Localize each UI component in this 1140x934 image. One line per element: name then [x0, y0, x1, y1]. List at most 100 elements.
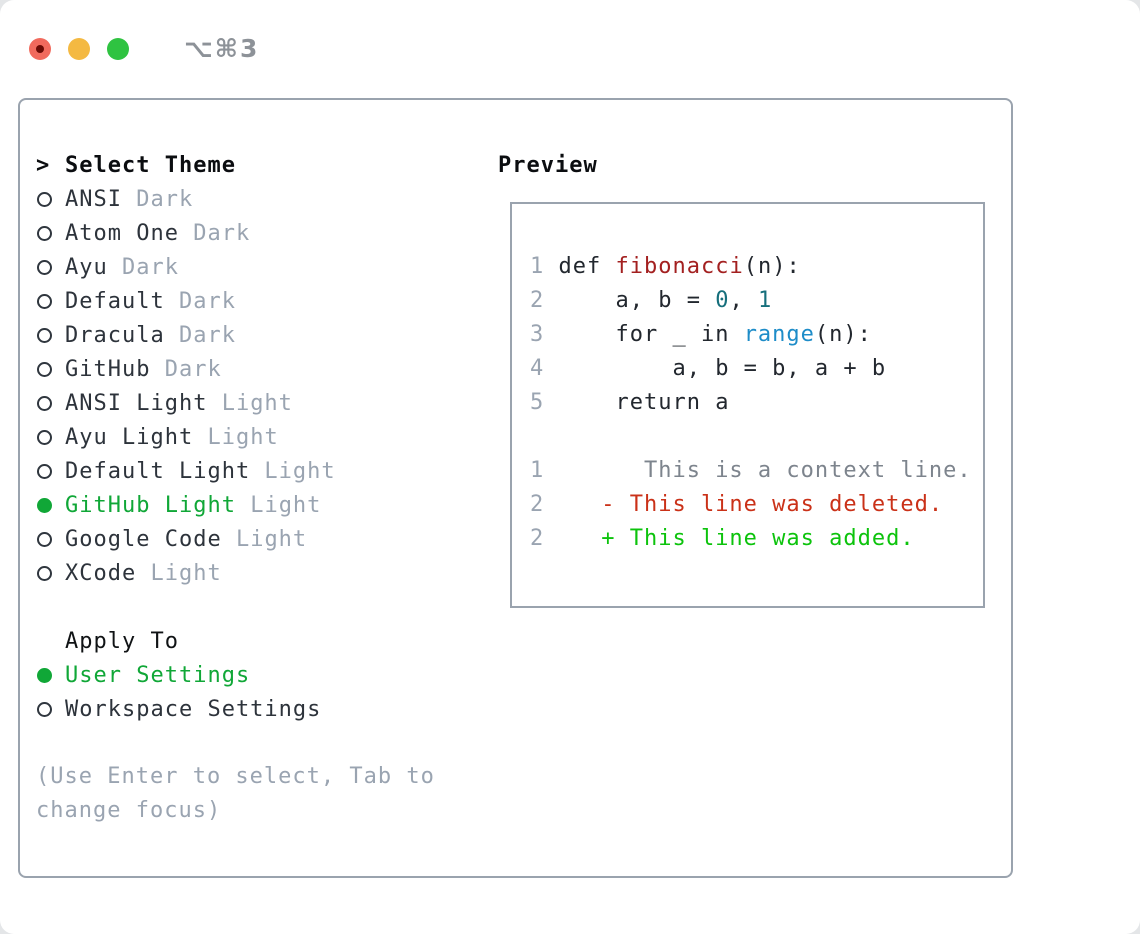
preview-column: Preview 1 def fibonacci(n):2 a, b = 0, 1…	[498, 148, 1011, 608]
preview-line: 2 a, b = 0, 1	[530, 284, 983, 318]
line-number: 1	[530, 254, 545, 279]
select-theme-title: Select Theme	[65, 152, 236, 178]
radio-icon	[36, 531, 65, 547]
radio-icon	[36, 225, 65, 241]
theme-option-ayu[interactable]: Ayu Dark	[36, 250, 498, 284]
radio-circle	[37, 701, 52, 717]
builtin-call: range	[743, 322, 815, 347]
theme-variant: Light	[250, 458, 336, 484]
number-literal: 0	[715, 288, 730, 313]
radio-circle	[37, 429, 52, 445]
radio-circle	[37, 395, 52, 411]
theme-variant: Light	[207, 390, 293, 416]
theme-name: Ayu	[65, 254, 108, 280]
theme-name: Dracula	[65, 322, 165, 348]
titlebar: ⌥⌘3	[0, 0, 1140, 70]
radio-icon	[36, 191, 65, 207]
theme-name: ANSI	[65, 186, 122, 212]
line-number: 2	[530, 526, 545, 551]
preview-line: 2 - This line was deleted.	[530, 488, 983, 522]
theme-name: Google Code	[65, 526, 222, 552]
apply-to-header: Apply To	[36, 624, 498, 658]
close-button[interactable]	[29, 37, 51, 60]
radio-circle	[37, 327, 52, 343]
radio-selected-icon	[36, 497, 65, 513]
theme-variant: Light	[136, 560, 222, 586]
spacer	[36, 726, 498, 760]
preview-title: Preview	[498, 152, 598, 178]
line-number: 3	[530, 322, 545, 347]
added-line-text: + This line was added.	[544, 526, 915, 551]
radio-circle	[37, 497, 52, 513]
theme-option-atom-one[interactable]: Atom One Dark	[36, 216, 498, 250]
radio-circle	[37, 293, 52, 309]
radio-icon	[36, 327, 65, 343]
theme-variant: Light	[193, 424, 279, 450]
apply-option-workspace-settings[interactable]: Workspace Settings	[36, 692, 498, 726]
theme-option-default[interactable]: Default Dark	[36, 284, 498, 318]
radio-circle	[37, 225, 52, 241]
apply-option-user-settings[interactable]: User Settings	[36, 658, 498, 692]
radio-circle	[37, 191, 52, 207]
code-text: return a	[544, 390, 730, 415]
theme-option-xcode[interactable]: XCode Light	[36, 556, 498, 590]
radio-circle	[37, 463, 52, 479]
hint-line: (Use Enter to select, Tab to	[36, 764, 435, 789]
theme-option-ansi[interactable]: ANSI Dark	[36, 182, 498, 216]
code-text: (n):	[743, 254, 801, 279]
radio-circle	[37, 361, 52, 377]
theme-option-dracula[interactable]: Dracula Dark	[36, 318, 498, 352]
theme-variant: Dark	[164, 288, 236, 314]
radio-selected-icon	[36, 667, 65, 683]
hint-text: (Use Enter to select, Tab to change focus…	[36, 760, 498, 828]
deleted-line-text: - This line was deleted.	[544, 492, 944, 517]
hint-line: change focus)	[36, 798, 222, 823]
theme-variant: Light	[235, 492, 322, 518]
radio-icon	[36, 395, 65, 411]
code-text: def	[544, 254, 616, 279]
context-line-text: This is a context line.	[544, 458, 972, 483]
theme-name: ANSI Light	[65, 390, 208, 416]
line-number: 2	[530, 288, 545, 313]
theme-variant: Light	[221, 526, 308, 552]
theme-variant: Dark	[121, 186, 194, 212]
line-number: 5	[530, 390, 545, 415]
theme-option-ansi-light[interactable]: ANSI Light Light	[36, 386, 498, 420]
window-title: ⌥⌘3	[184, 33, 260, 63]
function-name: fibonacci	[615, 254, 744, 279]
radio-circle	[37, 531, 52, 547]
code-text: a, b = b, a + b	[544, 356, 887, 381]
theme-option-github[interactable]: GitHub Dark	[36, 352, 498, 386]
apply-to-title: Apply To	[65, 628, 179, 654]
minimize-button[interactable]	[68, 37, 90, 60]
radio-icon	[36, 429, 65, 445]
radio-icon	[36, 259, 65, 275]
preview-header: Preview	[498, 148, 1011, 182]
preview-line: 3 for _ in range(n):	[530, 318, 983, 352]
theme-name: Atom One	[65, 220, 179, 246]
radio-circle	[37, 667, 52, 683]
number-literal: 1	[757, 288, 773, 313]
preview-line: 2 + This line was added.	[530, 522, 983, 556]
radio-circle	[37, 565, 52, 581]
theme-name: Ayu Light	[65, 424, 194, 450]
theme-option-ayu-light[interactable]: Ayu Light Light	[36, 420, 498, 454]
theme-option-github-light[interactable]: GitHub Light Light	[36, 488, 498, 522]
preview-line: 1 def fibonacci(n):	[530, 250, 983, 284]
theme-name: Default	[65, 288, 165, 314]
unsaved-dot-icon	[36, 44, 44, 53]
line-number: 2	[530, 492, 545, 517]
theme-option-google-code[interactable]: Google Code Light	[36, 522, 498, 556]
preview-line: 4 a, b = b, a + b	[530, 352, 983, 386]
theme-variant: Dark	[150, 356, 222, 382]
spacer	[36, 590, 498, 624]
maximize-button[interactable]	[107, 37, 129, 60]
radio-icon	[36, 293, 65, 309]
theme-option-default-light[interactable]: Default Light Light	[36, 454, 498, 488]
code-text: ,	[729, 288, 758, 313]
theme-name: GitHub	[65, 356, 151, 382]
code-text: for _ in	[544, 322, 744, 347]
